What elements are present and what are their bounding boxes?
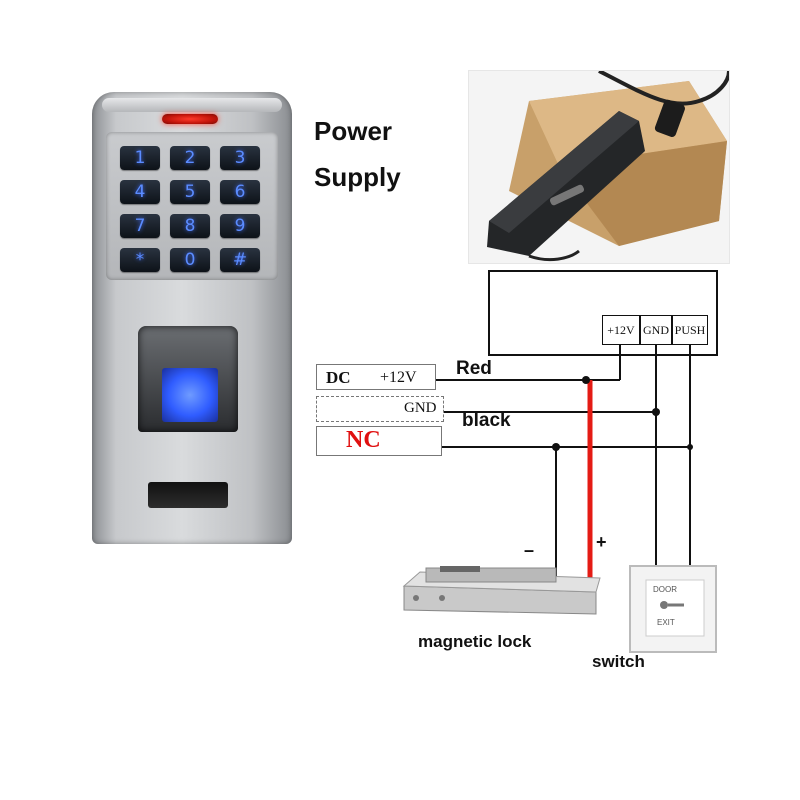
- device-top-bezel: [102, 98, 282, 112]
- fingerprint-window-icon[interactable]: [162, 368, 218, 422]
- key-6[interactable]: 6: [220, 180, 260, 204]
- key-0[interactable]: 0: [170, 248, 210, 272]
- terminal-gnd-label: GND: [404, 400, 437, 416]
- power-supply-image: [468, 70, 730, 264]
- negative-polarity-label: –: [524, 540, 535, 560]
- key-8[interactable]: 8: [170, 214, 210, 238]
- keypad: 1 2 3 4 5 6 7 8 9 * 0 #: [106, 132, 278, 280]
- keypad-keys: 1 2 3 4 5 6 7 8 9 * 0 #: [106, 132, 278, 280]
- terminal-nc: [316, 426, 442, 456]
- junction-push: [687, 444, 693, 450]
- red-wire-label: Red: [456, 358, 492, 379]
- exit-switch-icon: [629, 565, 717, 653]
- pin-plus12v: +12V: [602, 315, 640, 345]
- terminal-plus12v-label: +12V: [380, 369, 417, 386]
- junction-gnd: [652, 408, 660, 416]
- exit-button-top-text: DOOR: [653, 585, 677, 594]
- terminal-dc-label: DC: [326, 368, 351, 387]
- black-wires: [436, 345, 691, 592]
- positive-polarity-label: +: [596, 532, 607, 552]
- card-reader-slot: [148, 482, 228, 508]
- switch-label: switch: [592, 652, 645, 671]
- fingerprint-sensor: [138, 326, 238, 432]
- power-heading: Power: [314, 116, 393, 146]
- power-adapter-icon: [487, 71, 729, 262]
- magnetic-lock-icon: [402, 566, 601, 615]
- key-5[interactable]: 5: [170, 180, 210, 204]
- key-1[interactable]: 1: [120, 146, 160, 170]
- supply-heading: Supply: [314, 162, 401, 192]
- pin-push: PUSH: [672, 315, 708, 345]
- fingerprint-access-device: 1 2 3 4 5 6 7 8 9 * 0 #: [92, 92, 292, 544]
- key-7[interactable]: 7: [120, 214, 160, 238]
- terminal-gnd: [316, 396, 444, 422]
- key-2[interactable]: 2: [170, 146, 210, 170]
- key-hash[interactable]: #: [220, 248, 260, 272]
- exit-button-bottom-text: EXIT: [657, 618, 675, 627]
- magnetic-lock-label: magnetic lock: [418, 632, 532, 651]
- junction-plus12v: [582, 376, 590, 384]
- terminal-dc12v: [316, 364, 436, 390]
- junction-nc: [552, 443, 560, 451]
- status-led-icon: [162, 114, 218, 124]
- key-4[interactable]: 4: [120, 180, 160, 204]
- junction-dots: [552, 376, 693, 451]
- key-3[interactable]: 3: [220, 146, 260, 170]
- black-wire-label: black: [462, 410, 511, 431]
- key-9[interactable]: 9: [220, 214, 260, 238]
- terminal-nc-label: NC: [346, 427, 381, 453]
- pin-gnd: GND: [640, 315, 672, 345]
- key-star[interactable]: *: [120, 248, 160, 272]
